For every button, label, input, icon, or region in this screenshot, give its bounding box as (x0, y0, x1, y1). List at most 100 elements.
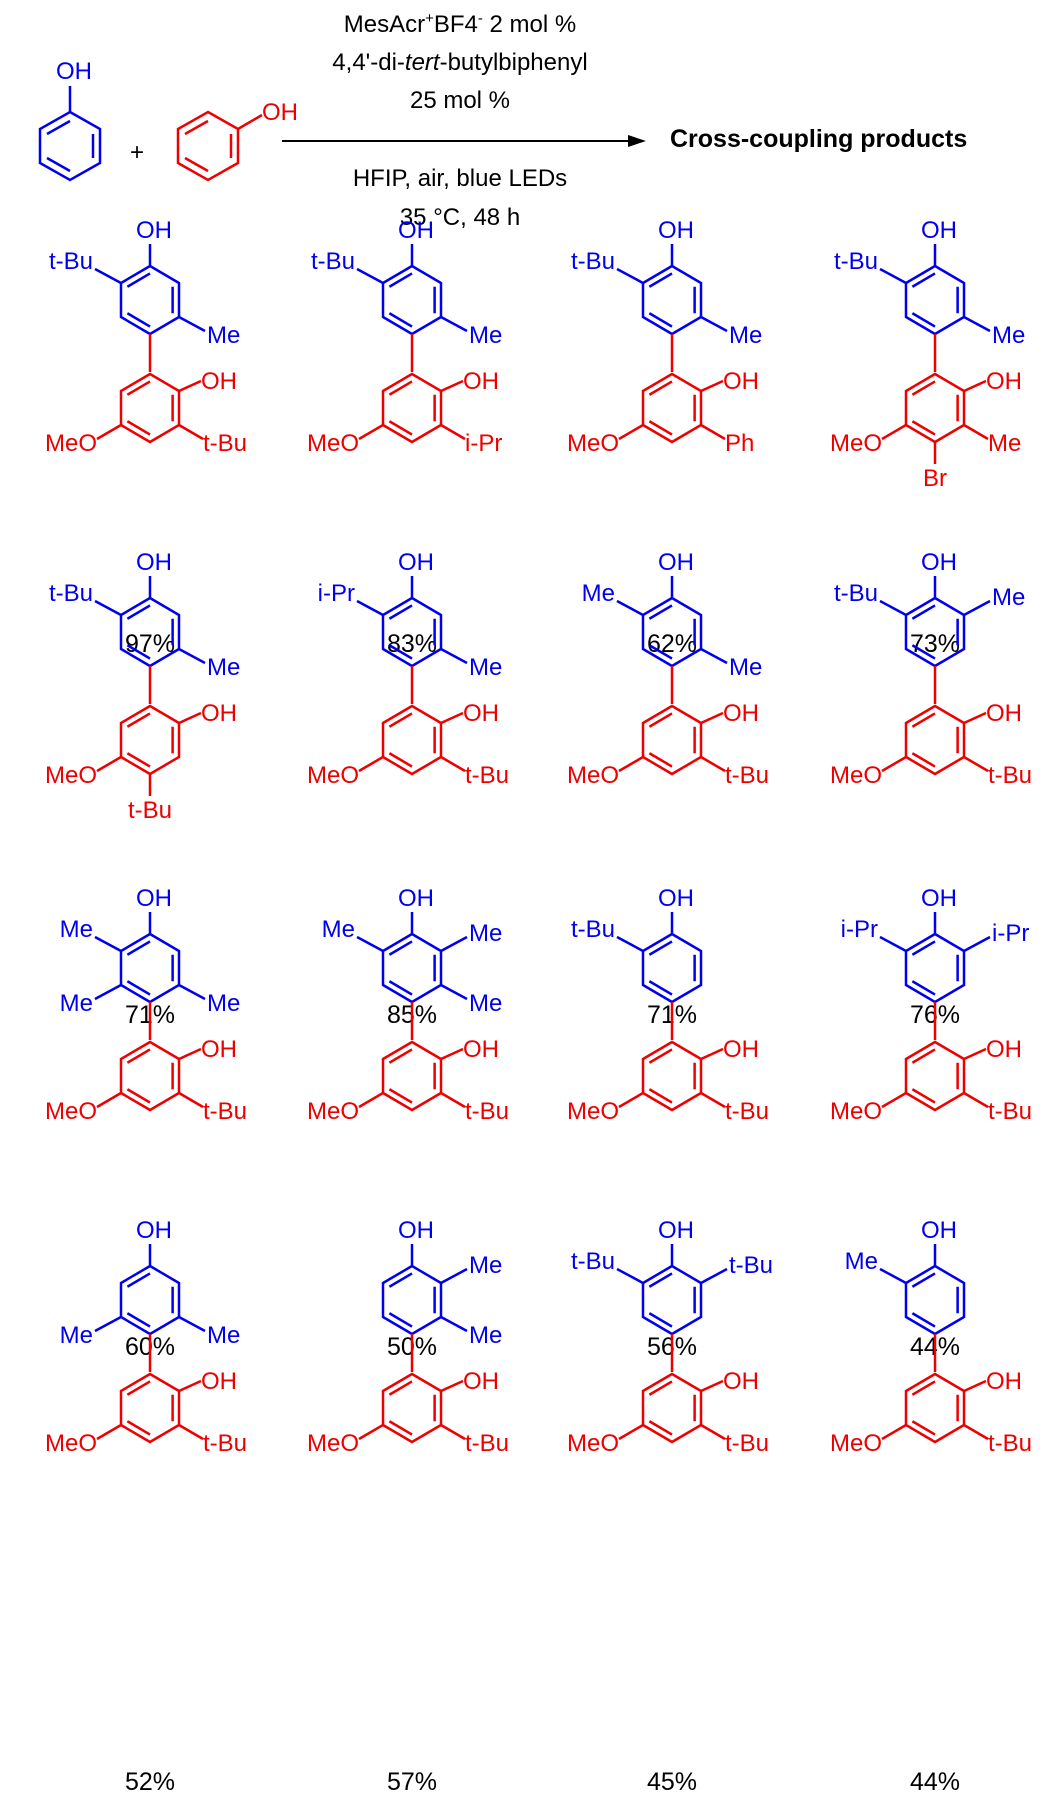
bottom-phenol-ring-double-bond (648, 380, 673, 396)
reaction-arrow (282, 135, 646, 147)
top-oh-label: OH (398, 885, 434, 912)
bottom-oh-label: OH (723, 1368, 759, 1395)
top-sub-bond (879, 1267, 907, 1285)
bottom-phenol-ring-double-bond (648, 752, 673, 768)
top-sub3-label: Me (469, 1252, 502, 1279)
additive-line: 4,4'-di-tert-butylbiphenyl (332, 49, 587, 76)
yield-label: 57% (387, 1768, 437, 1796)
additive-loading: 25 mol % (410, 87, 510, 114)
bottom-sub-label: t-Bu (203, 1098, 247, 1125)
top-phenol-ring-double-bond (911, 644, 936, 660)
yield-label: 83% (387, 630, 437, 658)
top-phenol-ring-double-bond (388, 644, 413, 660)
bottom-oh-label: OH (986, 368, 1022, 395)
bottom-phenol-ring-double-bond (388, 380, 413, 396)
bottom-oh-bond (178, 379, 202, 393)
catalyst-line: MesAcr+BF4- 2 mol % (344, 10, 577, 38)
bottom-phenol-ring (381, 372, 443, 444)
bottom-phenol-ring-double-bond (911, 712, 936, 728)
bottom-meo-bond (618, 755, 644, 773)
bottom-phenol-ring-double-bond (911, 752, 936, 768)
top-phenol-ring-double-bond (126, 1272, 151, 1288)
bottom-oh-bond (440, 379, 464, 393)
top-sub-bond (963, 599, 991, 617)
bottom-sub-label: t-Bu (988, 1098, 1032, 1125)
yield-label: 45% (647, 1768, 697, 1796)
top-sub-bond (879, 935, 907, 953)
top-phenol-ring (904, 264, 966, 336)
bottom-phenol-ring (904, 1040, 966, 1112)
bottom-phenol-ring-double-bond (911, 420, 936, 436)
top-phenol-ring (904, 1264, 966, 1336)
bottom-oh-bond (963, 711, 987, 725)
top-sub-bond (700, 647, 728, 665)
bottom-sub-label: t-Bu (725, 762, 769, 789)
top-sub-bond (616, 1267, 644, 1285)
bottom-sub-bond (700, 1091, 726, 1109)
bottom-meo-label: MeO (45, 1430, 97, 1457)
top-sub-bond (440, 315, 468, 333)
top-phenol-ring-double-bond (126, 940, 151, 956)
bottom-para-label: t-Bu (128, 797, 172, 824)
bottom-phenol-ring-double-bond (388, 1048, 413, 1064)
bottom-meo-bond (358, 1091, 384, 1109)
bottom-phenol-ring (904, 372, 966, 444)
top-phenol-ring-double-bond (388, 1272, 413, 1288)
top-sub-bond (440, 1267, 468, 1285)
top-sub-bond (700, 1267, 728, 1285)
top-phenol-ring-double-bond (388, 604, 413, 620)
bottom-meo-bond (358, 423, 384, 441)
top-sub2-label: Me (207, 322, 240, 349)
top-sub2-label: Me (469, 654, 502, 681)
top-sub-bond (879, 267, 907, 285)
top-sub-bond (356, 267, 384, 285)
top-phenol-ring-double-bond (126, 980, 151, 996)
top-sub1-label: t-Bu (571, 1248, 615, 1275)
top-phenol-ring-double-bond (911, 1312, 936, 1328)
bottom-phenol-ring-double-bond (126, 420, 151, 436)
top-phenol-ring-double-bond (388, 312, 413, 328)
top-oh-label: OH (658, 217, 694, 244)
yield-label: 97% (125, 630, 175, 658)
bottom-sub-bond (440, 755, 466, 773)
top-sub2-label: Me (469, 322, 502, 349)
top-sub-bond (440, 1315, 468, 1333)
bottom-oh-bond (700, 711, 724, 725)
bottom-phenol-ring-double-bond (126, 1380, 151, 1396)
bottom-oh-bond (440, 711, 464, 725)
top-phenol-ring-double-bond (126, 644, 151, 660)
bottom-phenol-ring (381, 704, 443, 776)
bottom-phenol-ring (119, 1372, 181, 1444)
top-phenol-ring (119, 264, 181, 336)
bottom-sub-bond (963, 423, 989, 441)
top-phenol-ring (119, 1264, 181, 1336)
top-oh-label: OH (658, 549, 694, 576)
top-oh-label: OH (921, 217, 957, 244)
bottom-sub-label: t-Bu (988, 762, 1032, 789)
top-oh-label: OH (921, 885, 957, 912)
bottom-meo-label: MeO (45, 430, 97, 457)
top-oh-label: OH (398, 217, 434, 244)
bottom-meo-label: MeO (307, 430, 359, 457)
solvent-line: HFIP, air, blue LEDs (353, 165, 567, 192)
bottom-meo-label: MeO (567, 1098, 619, 1125)
bottom-sub-bond (178, 423, 204, 441)
top-sub1-label: t-Bu (49, 580, 93, 607)
bottom-sub-bond (440, 423, 466, 441)
bottom-meo-bond (96, 1423, 122, 1441)
top-phenol-ring-double-bond (388, 272, 413, 288)
bottom-meo-bond (881, 1091, 907, 1109)
bottom-phenol-ring-double-bond (911, 1048, 936, 1064)
bottom-meo-bond (96, 1091, 122, 1109)
bottom-meo-bond (358, 1423, 384, 1441)
bottom-phenol-ring-double-bond (911, 380, 936, 396)
